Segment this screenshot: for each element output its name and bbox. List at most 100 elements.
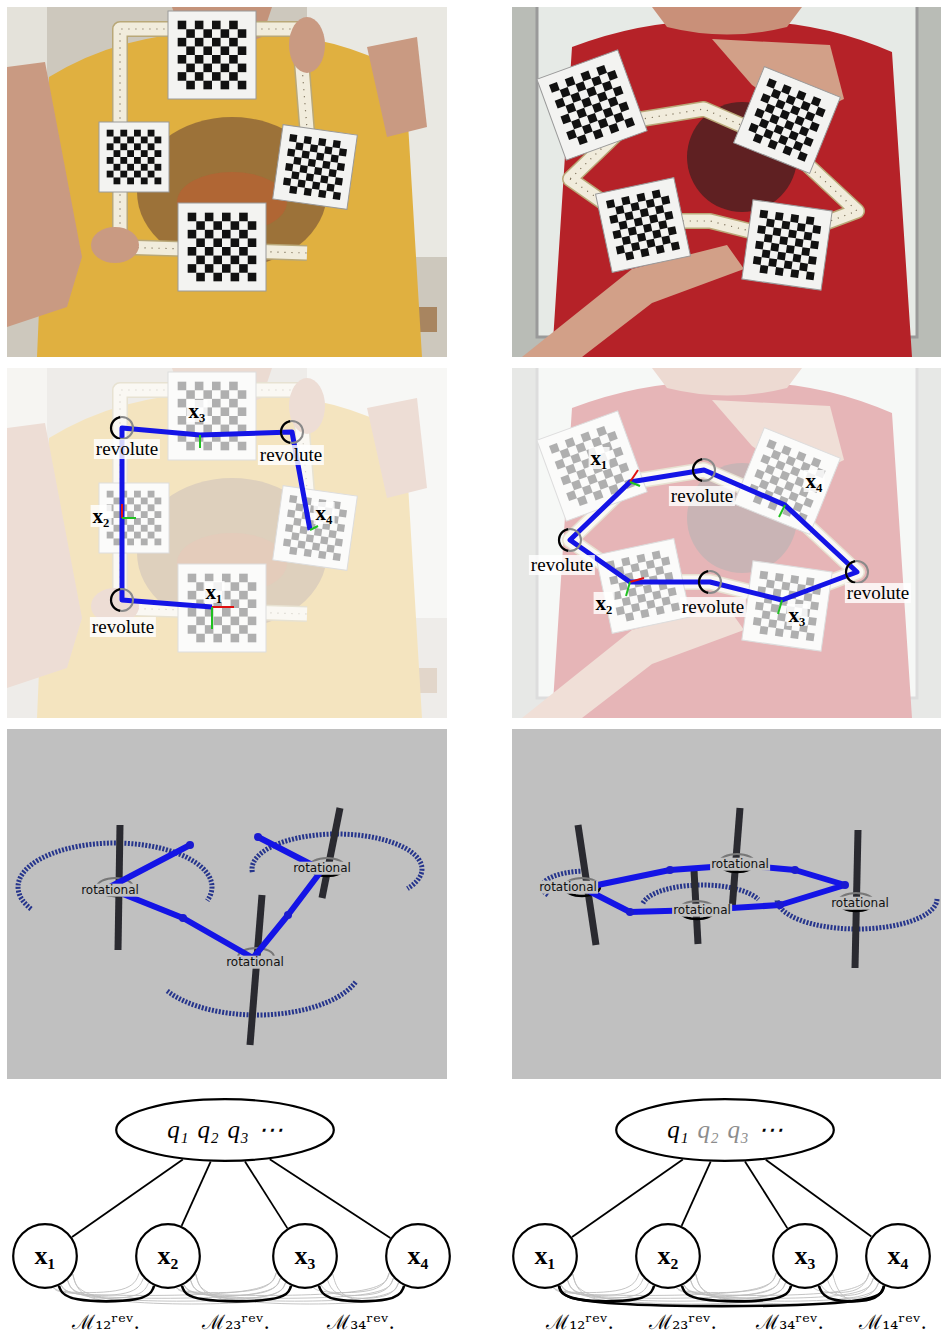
frame-axis bbox=[630, 470, 638, 482]
figure-part bbox=[195, 72, 204, 81]
figure-part bbox=[742, 561, 832, 651]
figure-part bbox=[168, 372, 256, 460]
figure-part bbox=[289, 378, 325, 434]
figure-part bbox=[212, 55, 221, 64]
figure-part bbox=[793, 141, 803, 151]
figure-part bbox=[598, 118, 609, 129]
ellipse-outline bbox=[615, 1098, 835, 1162]
constraint-label: ℳ₁₄ʳᵉᵛ. bbox=[857, 1311, 929, 1333]
folding-ruler bbox=[570, 109, 857, 239]
figure-part bbox=[203, 29, 212, 38]
figure-part bbox=[308, 159, 316, 167]
figure-part bbox=[778, 135, 788, 145]
figure-part bbox=[134, 143, 141, 150]
figure-part bbox=[7, 368, 447, 718]
figure-part bbox=[779, 236, 788, 245]
figure-part bbox=[625, 612, 634, 621]
figure-part bbox=[771, 89, 781, 99]
checkerboard bbox=[273, 125, 358, 210]
figure-part bbox=[765, 465, 775, 475]
figure-part bbox=[774, 124, 784, 134]
figure-part bbox=[114, 164, 121, 171]
figure-part bbox=[637, 193, 646, 202]
figure-part bbox=[178, 203, 266, 291]
figure-part bbox=[661, 196, 670, 205]
figure-part bbox=[205, 264, 214, 273]
figure-part bbox=[195, 55, 204, 64]
joint-marker bbox=[111, 417, 133, 439]
figure-part bbox=[339, 509, 347, 517]
variable-ellipse: q₁q₂q₃⋯ bbox=[615, 1098, 835, 1162]
figure-part bbox=[231, 221, 240, 230]
figure-part bbox=[318, 190, 326, 198]
figure-part bbox=[141, 538, 148, 545]
figure-part bbox=[127, 164, 134, 171]
figure-part bbox=[640, 208, 649, 217]
figure-part bbox=[790, 105, 800, 115]
figure-part bbox=[759, 571, 768, 580]
pose-node: x₂ bbox=[635, 1223, 701, 1289]
figure-part bbox=[306, 534, 314, 542]
figure-part bbox=[613, 112, 624, 123]
figure-part bbox=[624, 117, 635, 128]
faded-photo bbox=[7, 368, 447, 718]
figure-part bbox=[127, 538, 134, 545]
figure-part bbox=[693, 459, 702, 481]
figure-part bbox=[326, 545, 334, 553]
figure-part bbox=[786, 456, 796, 466]
figure-part bbox=[293, 157, 301, 165]
figure-part bbox=[134, 171, 141, 178]
figure-part bbox=[134, 504, 141, 511]
figure-part bbox=[289, 495, 297, 503]
figure-part bbox=[607, 431, 618, 442]
frame-axis bbox=[212, 606, 234, 608]
figure-part bbox=[186, 442, 195, 451]
figure-part bbox=[593, 129, 604, 140]
figure-part bbox=[806, 271, 815, 280]
figure-part bbox=[631, 563, 640, 572]
figure-part bbox=[188, 625, 197, 634]
figure-part bbox=[566, 129, 577, 140]
figure-part bbox=[786, 245, 795, 254]
checkerboard bbox=[596, 539, 691, 634]
figure-part bbox=[759, 210, 768, 219]
checkerboard bbox=[742, 200, 832, 290]
pose-variable: x₃ bbox=[295, 1242, 316, 1271]
figure-part bbox=[619, 101, 630, 112]
joint-marker bbox=[111, 589, 133, 611]
link-end bbox=[179, 914, 187, 922]
figure-part bbox=[148, 130, 155, 137]
figure-part bbox=[754, 469, 764, 479]
figure-part bbox=[335, 538, 343, 546]
figure-part bbox=[178, 564, 266, 652]
figure-part bbox=[91, 227, 139, 263]
ruler-scale bbox=[570, 109, 857, 239]
figure-part bbox=[559, 529, 581, 551]
pose-variable: x₃ bbox=[795, 1242, 816, 1271]
constraint-factor bbox=[182, 1286, 291, 1301]
figure-part bbox=[596, 178, 691, 273]
pose-variable: x₂ bbox=[158, 1242, 179, 1271]
figure-part bbox=[7, 7, 447, 357]
figure-part bbox=[797, 151, 807, 161]
figure-part bbox=[203, 46, 212, 55]
figure-part bbox=[513, 1224, 577, 1288]
figure-part bbox=[652, 368, 802, 396]
figure-part bbox=[784, 120, 794, 130]
figure-part bbox=[299, 526, 307, 534]
pose-node: x₃ bbox=[272, 1223, 338, 1289]
figure-part bbox=[229, 38, 238, 47]
figure-part bbox=[613, 86, 624, 97]
checkerboard bbox=[178, 564, 266, 652]
figure-part bbox=[640, 569, 649, 578]
figure-part bbox=[196, 238, 205, 247]
figure-part bbox=[231, 617, 240, 626]
figure-part bbox=[810, 602, 819, 611]
figure-part bbox=[775, 460, 785, 470]
figure-part bbox=[120, 171, 127, 178]
figure-part bbox=[212, 382, 221, 391]
figure-part bbox=[560, 448, 571, 459]
pose-node: x₄ bbox=[865, 1223, 931, 1289]
figure-part bbox=[154, 511, 161, 518]
figure-part bbox=[195, 38, 204, 47]
